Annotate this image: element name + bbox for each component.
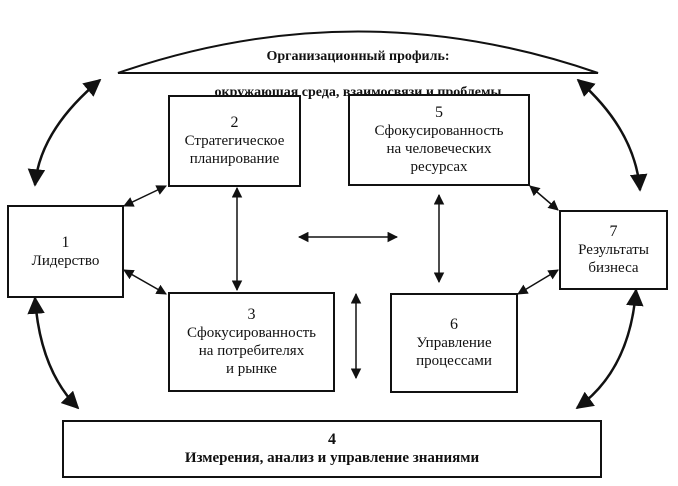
box-hr-label: Сфокусированность на человеческих ресурс… <box>374 123 504 175</box>
arrow-profile-to-results <box>576 78 648 192</box>
box-measurement-label: Измерения, анализ и управление знаниями <box>184 450 480 466</box>
box-process-number: 6 <box>450 316 458 333</box>
box-leadership-number: 1 <box>61 233 70 251</box>
arrow-hr-to-results <box>529 185 559 211</box>
box-strategic-planning: 2 Стратегическое планирование <box>168 95 301 187</box>
arrow-leadership-to-strategic <box>123 185 167 207</box>
arrow-leadership-to-measurement <box>27 296 80 410</box>
box-leadership-label: Лидерство <box>31 252 100 269</box>
box-hr-number: 5 <box>435 104 443 121</box>
box-hr-focus: 5 Сфокусированность на человеческих ресу… <box>348 94 530 186</box>
box-business-results: 7 Результаты бизнеса <box>559 210 668 290</box>
arrow-results-to-measurement <box>575 288 644 410</box>
box-customer-label: Сфокусированность на потребителях и рынк… <box>186 325 316 377</box>
arrow-leadership-to-customer <box>123 269 167 295</box>
box-strategic-label: Стратегическое планирование <box>184 133 285 167</box>
box-results-label: Результаты бизнеса <box>578 242 649 276</box>
box-process-management: 6 Управление процессами <box>390 293 518 393</box>
box-leadership: 1 Лидерство <box>7 205 124 298</box>
arrow-process-to-results <box>517 269 559 295</box>
profile-line1: Организационный профиль: <box>266 49 450 64</box>
arrow-profile-to-leadership <box>27 78 102 187</box>
box-customer-number: 3 <box>247 306 256 323</box>
profile-label: Организационный профиль: окружающая сред… <box>118 30 598 102</box>
box-measurement-number: 4 <box>328 431 336 448</box>
box-process-label: Управление процессами <box>416 335 492 369</box>
box-results-number: 7 <box>609 223 618 240</box>
box-customer-focus: 3 Сфокусированность на потребителях и ры… <box>168 292 335 392</box>
box-strategic-number: 2 <box>230 114 239 131</box>
box-measurement-analysis: 4 Измерения, анализ и управление знаниям… <box>62 420 602 478</box>
profile-arch <box>117 30 599 74</box>
